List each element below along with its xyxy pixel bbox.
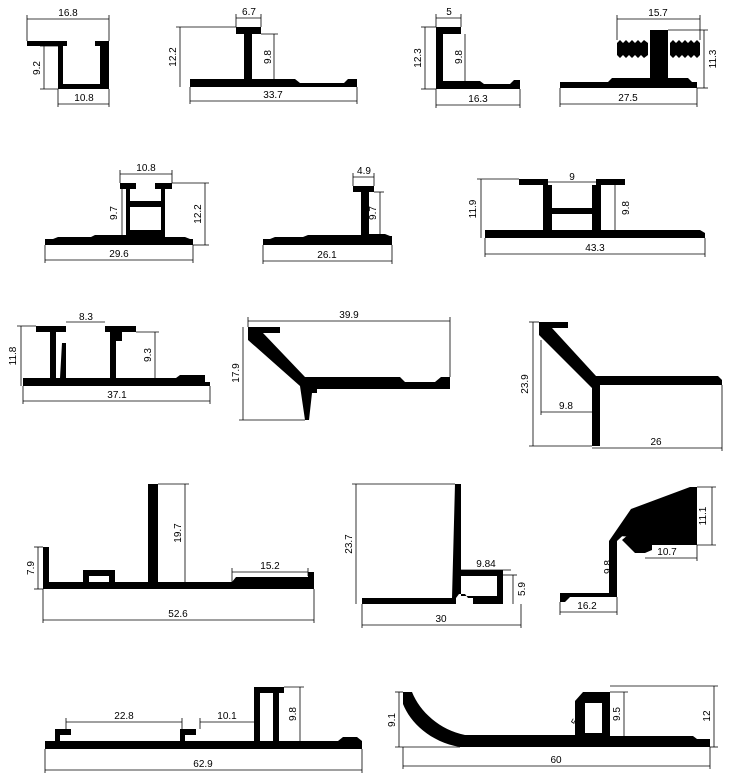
dim-15-height: 12 (702, 710, 713, 722)
dim-4-base: 27.5 (618, 93, 638, 104)
dim-8-height: 11.8 (8, 346, 19, 365)
dim-7-base: 43.3 (585, 243, 605, 254)
dim-1-height: 9.2 (32, 61, 43, 75)
dim-2-stem: 9.8 (263, 50, 274, 64)
profile-3: 5 12.3 9.8 16.3 (413, 7, 521, 108)
profile-6-shape (263, 186, 392, 245)
dim-4-width: 15.7 (648, 8, 668, 19)
profile-4-teeth (617, 40, 700, 58)
profile-1: 16.8 9.2 10.8 (26, 8, 110, 107)
profile-4-shape (560, 30, 697, 88)
profile-2: 6.7 12.2 9.8 33.7 (168, 7, 358, 104)
dim-15-curve: 9.1 (387, 713, 398, 727)
dim-5-base: 29.6 (109, 249, 129, 260)
profile-3-shape (436, 27, 520, 89)
profile-12: 23.7 9.84 5.9 30 (344, 483, 528, 628)
dim-12-lip: 5.9 (517, 582, 528, 596)
dim-3-height: 12.3 (413, 48, 424, 68)
dim-13-inner: 9.8 (603, 560, 614, 574)
dim-9-height: 17.9 (231, 363, 242, 383)
profile-4: 15.7 11.3 27.5 (559, 8, 719, 107)
dim-1-base: 10.8 (74, 93, 94, 104)
dim-1-width: 16.8 (58, 8, 78, 19)
profile-12-shape (362, 484, 503, 604)
dim-11-height: 19.7 (173, 523, 184, 543)
dim-10-offset: 9.8 (559, 401, 573, 412)
profile-11-shape (43, 484, 314, 589)
dim-7-inner: 9.8 (621, 201, 632, 215)
dim-10-height: 23.9 (520, 374, 531, 394)
dim-11-base: 52.6 (168, 609, 188, 620)
dim-11-ledge: 15.2 (260, 561, 280, 572)
dim-14-base: 62.9 (193, 759, 213, 770)
dim-2-base: 33.7 (263, 90, 283, 101)
profile-14-shape (45, 687, 362, 749)
profile-5: 10.8 9.7 12.2 29.6 (44, 163, 209, 263)
dim-2-cap: 6.7 (242, 7, 256, 18)
dim-4-height: 11.3 (708, 49, 719, 68)
dim-13-height: 11.1 (698, 506, 709, 525)
profile-10: 23.9 9.8 26 (520, 321, 723, 451)
dim-2-height: 12.2 (168, 47, 179, 67)
dim-5-height: 12.2 (193, 204, 204, 224)
dim-6-stem: 9.7 (368, 206, 379, 220)
dim-14-height: 9.8 (288, 707, 299, 721)
dim-12-step: 9.84 (476, 559, 496, 570)
profile-8: 8.3 11.8 9.3 37.1 (8, 312, 211, 404)
dim-6-cap: 4.9 (357, 166, 371, 177)
profile-8-shape (23, 326, 210, 386)
dim-6-base: 26.1 (317, 250, 337, 261)
dim-8-gap: 8.3 (79, 312, 93, 323)
profile-9: 39.9 17.9 (231, 310, 451, 421)
dim-15-base: 60 (550, 755, 562, 766)
dim-8-inner: 9.3 (143, 348, 154, 362)
dim-11-left: 7.9 (26, 561, 37, 575)
dim-14-left: 22.8 (114, 711, 134, 722)
dim-5-width: 10.8 (136, 163, 156, 174)
dim-8-base: 37.1 (107, 390, 127, 401)
dim-3-base: 16.3 (468, 94, 488, 105)
dim-5-inner: 9.7 (109, 206, 120, 220)
dim-7-height: 11.9 (468, 199, 479, 218)
profile-6: 4.9 9.7 26.1 (262, 166, 393, 264)
profile-11: 7.9 19.7 15.2 52.6 (26, 483, 315, 623)
dim-10-base: 26 (650, 437, 662, 448)
dim-9-width: 39.9 (339, 310, 359, 321)
dim-3-stem: 9.8 (454, 50, 465, 64)
profile-14: 22.8 10.1 9.8 62.9 (44, 686, 363, 773)
dim-15-inner: 9.5 (612, 707, 623, 721)
profile-13: 11.1 10.7 9.8 16.2 (559, 486, 716, 615)
profile-2-shape (190, 27, 357, 87)
dim-12-base: 30 (435, 614, 447, 625)
profile-1-shape (27, 41, 109, 89)
dim-13-step: 10.7 (657, 547, 677, 558)
dim-7-gap: 9 (569, 172, 575, 183)
profile-9-shape (248, 327, 450, 420)
dim-3-cap: 5 (446, 7, 452, 18)
profile-10-shape (539, 322, 722, 446)
profile-15-shape (403, 692, 710, 747)
profile-7-shape (485, 179, 705, 238)
dim-14-mid: 10.1 (217, 711, 237, 722)
profile-5-shape (45, 183, 193, 245)
dim-12-height: 23.7 (344, 534, 355, 554)
profile-15: 9.1 5.5 9.5 12 60 (387, 685, 718, 769)
profile-13-shape (560, 487, 697, 602)
profile-7: 9 11.9 9.8 43.3 (468, 172, 706, 257)
dim-13-base: 16.2 (577, 601, 597, 612)
